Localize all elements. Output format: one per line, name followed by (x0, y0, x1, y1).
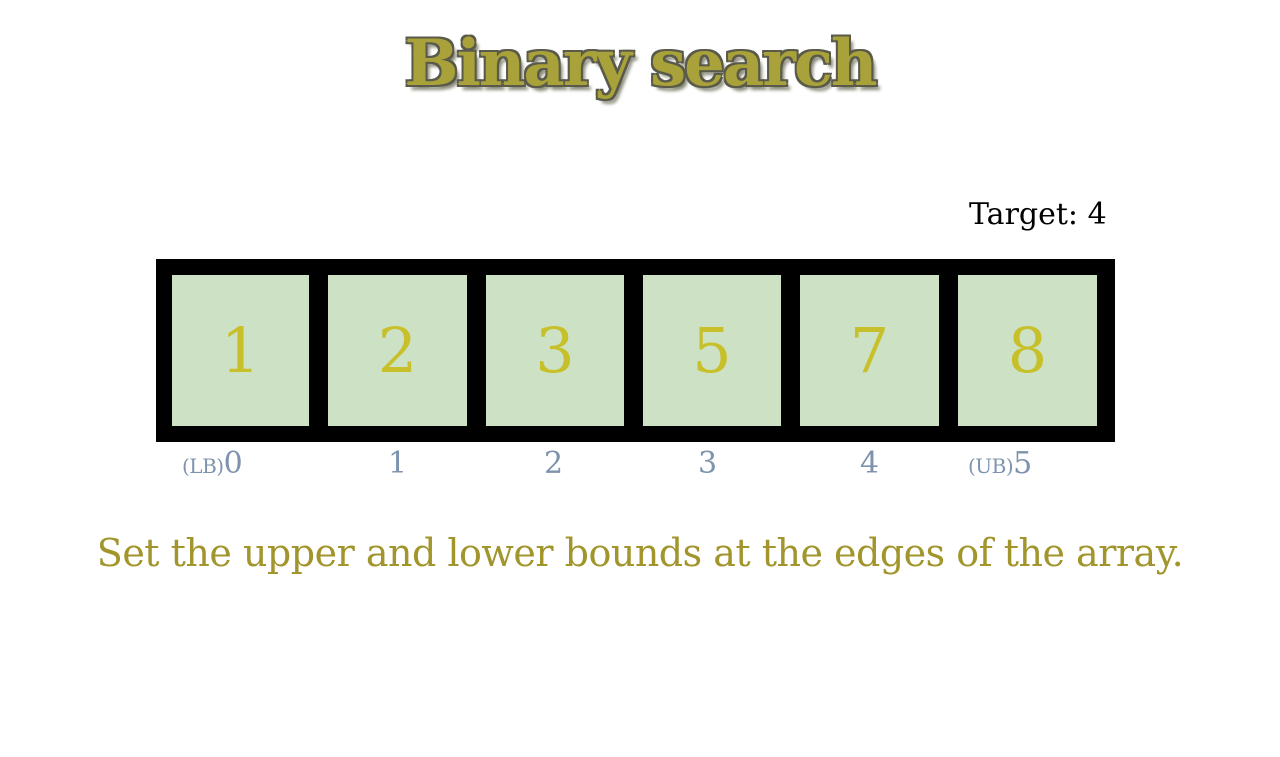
array-index-1: 1 (388, 446, 408, 481)
array-index-3: 3 (698, 446, 718, 481)
array-cell-4: 7 (800, 275, 939, 426)
array-cell-2: 3 (486, 275, 624, 426)
upper-bound-tag: (UB) (968, 454, 1014, 478)
page-title: Binary search (404, 26, 877, 101)
array-cell-5: 8 (958, 275, 1097, 426)
target-label: Target: 4 (969, 197, 1107, 232)
lower-bound-tag: (LB) (182, 454, 224, 478)
array-cell-3: 5 (643, 275, 781, 426)
array-index-2: 2 (544, 446, 564, 481)
index-value: 5 (1013, 446, 1033, 481)
array-index-4: 4 (860, 446, 880, 481)
index-value: 0 (223, 446, 243, 481)
step-caption: Set the upper and lower bounds at the ed… (96, 531, 1184, 575)
array-frame: 1 2 3 5 7 8 (156, 259, 1115, 442)
array-cell-1: 2 (328, 275, 467, 426)
array-index-5: (UB)5 (968, 446, 1032, 481)
array-cell-0: 1 (172, 275, 309, 426)
array-index-0: (LB)0 (182, 446, 243, 481)
